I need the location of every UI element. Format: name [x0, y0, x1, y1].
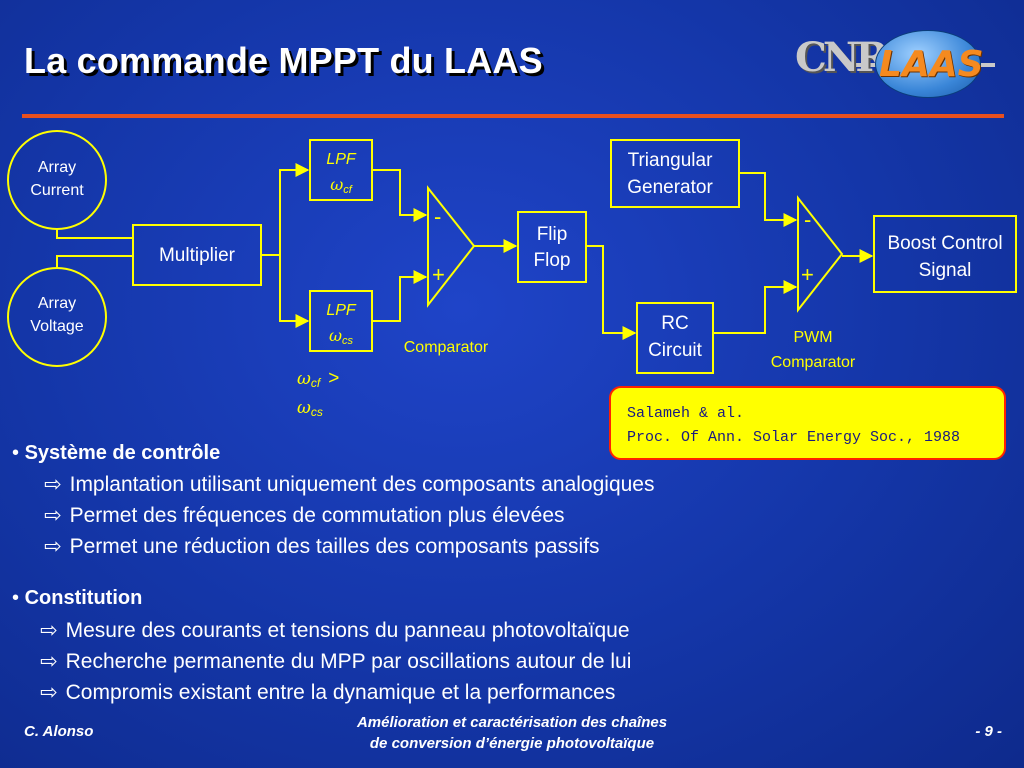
- array-current-node: [7, 130, 107, 230]
- reference-line-1: Salameh & al.: [627, 405, 745, 422]
- flip-flop-label-1: Flip: [537, 224, 568, 245]
- logo-laas-text: LAAS: [879, 44, 984, 85]
- condition-operator: >: [328, 368, 339, 389]
- condition-line-1: ωcf >: [297, 368, 339, 390]
- lpf-top-omega: ω: [330, 175, 343, 194]
- array-current-label-2: Current: [30, 182, 84, 199]
- condition-line-2: ωcs: [297, 398, 323, 419]
- list-item: ⇨ Mesure des courants et tensions du pann…: [40, 618, 630, 643]
- array-voltage-node: [7, 267, 107, 367]
- wire-voltage-to-multiplier: [56, 255, 133, 268]
- footer-subtitle: Amélioration et caractérisation des chaî…: [300, 712, 724, 754]
- lpf-bottom-subscript: cs: [342, 335, 354, 347]
- list-item: ⇨ Permet une réduction des tailles des co…: [44, 534, 600, 559]
- lpf-top-subscript: cf: [343, 184, 353, 196]
- footer-page-number: - 9 -: [975, 723, 1002, 740]
- boost-control-block: [873, 215, 1017, 293]
- bullet: •: [12, 442, 20, 464]
- condition-sub-b: cs: [311, 405, 323, 419]
- logo-ellipse: [875, 30, 981, 98]
- array-voltage-label-2: Voltage: [30, 318, 83, 335]
- list-item-text: Permet des fréquences de commutation plu…: [69, 504, 565, 527]
- list-item-text: Implantation utilisant uniquement des co…: [69, 473, 655, 496]
- pwm-comparator-label-2: Comparator: [771, 354, 856, 371]
- list-item-text: Recherche permanente du MPP par oscillat…: [65, 650, 632, 673]
- condition-sub-a: cf: [311, 376, 322, 390]
- right-arrow-icon: ⇨: [40, 618, 58, 642]
- right-arrow-icon: ⇨: [40, 649, 58, 673]
- right-arrow-icon: ⇨: [44, 472, 62, 496]
- comparator-plus: +: [432, 262, 445, 287]
- triangular-generator-label-1: Triangular: [628, 150, 714, 171]
- bullet: •: [12, 587, 20, 609]
- pwm-plus: +: [801, 262, 814, 287]
- wire-multiplier-to-lpf-bottom: [279, 255, 310, 328]
- list-item-text: Compromis existant entre la dynamique et…: [65, 681, 616, 704]
- array-voltage-label-1: Array: [38, 295, 76, 312]
- list-item: ⇨ Recherche permanente du MPP par oscilla…: [40, 649, 631, 674]
- section-systeme: • Système de contrôle: [12, 442, 220, 465]
- pwm-comparator-label-1: PWM: [793, 329, 832, 346]
- lpf-top-cutoff: ωcf: [330, 175, 353, 196]
- footer-subtitle-line-2: de conversion d’énergie photovoltaïque: [369, 735, 655, 752]
- list-item: ⇨ Implantation utilisant uniquement des c…: [44, 472, 654, 497]
- section-constitution: • Constitution: [12, 587, 142, 610]
- reference-callout: Salameh & al. Proc. Of Ann. Solar Energy…: [609, 386, 1006, 460]
- lpf-bottom-omega: ω: [329, 326, 342, 345]
- boost-control-label-1: Boost Control: [887, 233, 1002, 254]
- footer-subtitle-line-1: Amélioration et caractérisation des chaî…: [356, 714, 668, 731]
- triangular-generator-label-2: Generator: [627, 177, 713, 198]
- cnrs-laas-logo: CNRS LAAS: [795, 24, 1005, 104]
- lpf-bottom-label: LPF: [326, 302, 357, 319]
- slide-title: La commande MPPT du LAAS: [24, 40, 543, 81]
- wire-triangular-to-pwm: [739, 172, 798, 227]
- list-item-text: Permet une réduction des tailles des com…: [69, 535, 600, 558]
- comparator-label: Comparator: [404, 339, 489, 356]
- list-item: ⇨ Compromis existant entre la dynamique e…: [40, 680, 615, 705]
- list-item: ⇨ Permet des fréquences de commutation pl…: [44, 503, 565, 528]
- condition-omega-a: ω: [297, 369, 311, 389]
- wire-lpf-bottom-to-comparator: [372, 270, 428, 322]
- right-arrow-icon: ⇨: [44, 503, 62, 527]
- wire-rc-to-pwm: [713, 280, 798, 334]
- right-arrow-icon: ⇨: [44, 534, 62, 558]
- rc-circuit-label-2: Circuit: [648, 340, 703, 361]
- right-arrow-icon: ⇨: [40, 680, 58, 704]
- pwm-minus: -: [804, 207, 811, 232]
- wire-lpf-top-to-comparator: [372, 169, 428, 222]
- comparator-minus: -: [434, 204, 441, 229]
- comparator-triangle: [427, 185, 476, 308]
- section-heading: Système de contrôle: [24, 442, 221, 464]
- lpf-top-label: LPF: [326, 151, 357, 168]
- wire-flipflop-to-rc: [586, 245, 637, 340]
- footer-author: C. Alonso: [24, 723, 94, 740]
- reference-line-2: Proc. Of Ann. Solar Energy Soc., 1988: [627, 429, 961, 446]
- wire-multiplier-to-lpf-top: [261, 163, 310, 256]
- flip-flop-block: [517, 211, 587, 283]
- condition-omega-b: ω: [297, 398, 311, 418]
- rc-circuit-block: [636, 302, 714, 374]
- list-item-text: Mesure des courants et tensions du panne…: [65, 619, 630, 642]
- flip-flop-label-2: Flop: [534, 250, 571, 271]
- pwm-comparator-triangle: [797, 195, 844, 313]
- title-underline: [22, 114, 1004, 118]
- multiplier-label: Multiplier: [159, 245, 236, 266]
- section-heading: Constitution: [24, 587, 143, 609]
- mppt-block-diagram: Array Current Array Voltage Multiplier F…: [7, 130, 1017, 419]
- wire-current-to-multiplier: [56, 229, 133, 239]
- array-current-label-1: Array: [38, 159, 76, 176]
- lpf-bottom-cutoff: ωcs: [329, 326, 354, 347]
- boost-control-label-2: Signal: [919, 260, 972, 281]
- rc-circuit-label-1: RC: [661, 313, 688, 334]
